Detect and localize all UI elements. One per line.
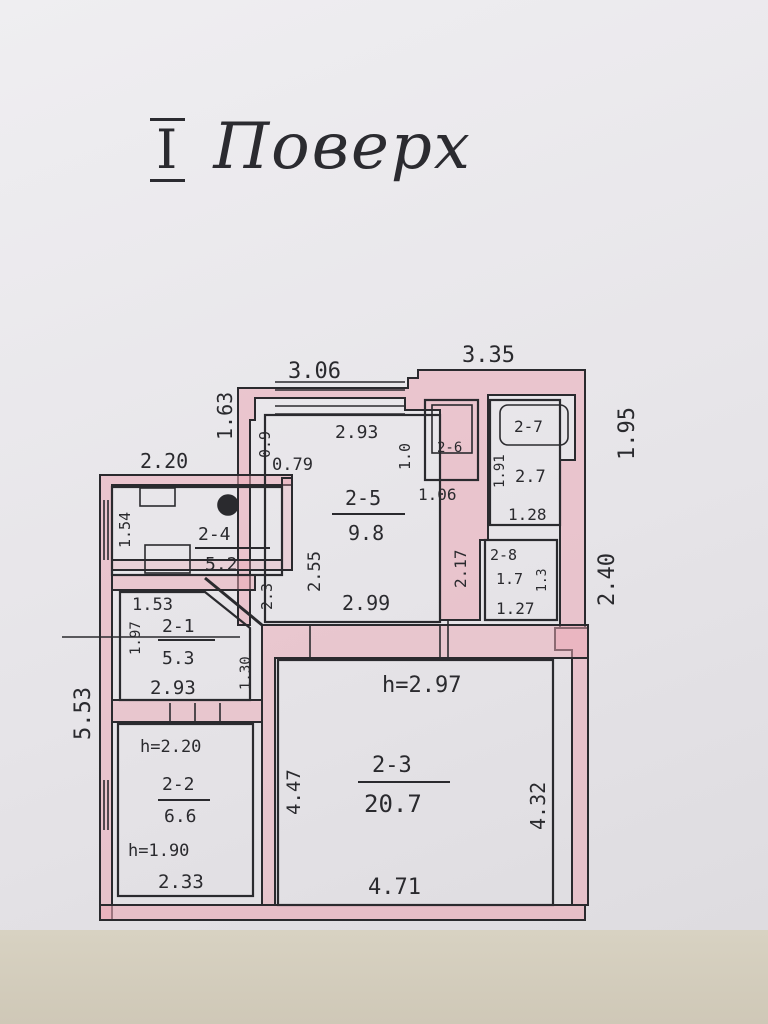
room-2-4-outline (110, 485, 284, 577)
room-2-7-l: 1.91 (492, 454, 508, 488)
room-2-6-outline (423, 398, 480, 482)
room-2-5-code: 2-5 (345, 486, 381, 510)
room-2-7-outline (488, 398, 562, 527)
room-2-1-bottom: 2.93 (150, 677, 196, 699)
room-2-5-299: 2.99 (342, 591, 390, 615)
fixtures (62, 381, 569, 830)
room-2-3-right: 4.32 (526, 782, 550, 830)
window-right (309, 620, 449, 658)
steps (169, 703, 221, 722)
dim-right-lower: 2.40 (595, 553, 620, 606)
diagonal-wall (204, 576, 263, 627)
room-2-3-code: 2-3 (372, 753, 412, 778)
room-2-7-code: 2-7 (514, 417, 543, 436)
dim-left-total: 5.53 (71, 687, 96, 740)
dim-right-upper: 1.95 (615, 407, 640, 460)
room-2-5-area: 9.8 (348, 521, 384, 545)
room-2-5-090: 0.9 (256, 431, 274, 458)
dim-left-upper: 1.63 (213, 392, 237, 440)
bathtub-icon (499, 404, 569, 446)
room-2-4-w: 2.3 (258, 583, 276, 610)
room-2-2-outline (116, 722, 255, 898)
room-2-2-h-top: h=2.20 (140, 737, 201, 757)
room-2-5-outline (263, 413, 442, 624)
room-2-2-bottom: 2.33 (158, 871, 204, 893)
room-2-4-area: 5.2 (205, 554, 238, 575)
dim-left-room: 2.20 (140, 449, 188, 473)
room-2-5-106: 1.06 (418, 485, 457, 504)
room-2-8-outline (483, 538, 559, 622)
room-2-2-area: 6.6 (164, 806, 197, 827)
room-2-1-top: 1.53 (132, 595, 173, 615)
toilet-icon (431, 404, 473, 454)
dim-top-left: 3.06 (288, 359, 341, 384)
table-surface (0, 930, 768, 1024)
room-2-3-left: 4.47 (283, 769, 305, 815)
room-2-8-code: 2-8 (490, 546, 517, 564)
room-2-1-code: 2-1 (162, 616, 195, 637)
room-2-8-h: 1.27 (496, 599, 535, 618)
window-top (275, 381, 405, 415)
room-2-3-height: h=2.97 (382, 673, 461, 698)
room-2-5-top: 2.93 (335, 422, 378, 443)
floor-number: I (150, 118, 186, 182)
room-2-5-217: 2.17 (451, 549, 470, 588)
room-2-1-area: 5.3 (162, 648, 195, 669)
room-2-7-h: 1.28 (508, 505, 547, 524)
room-2-1-right: 1.30 (238, 656, 254, 690)
room-2-2-code: 2-2 (162, 774, 195, 795)
room-2-5-100: 1.0 (396, 443, 414, 470)
stove-icon (144, 544, 191, 574)
room-2-6-code: 2-6 (437, 440, 462, 456)
wall-right (554, 627, 589, 906)
room-2-3-area: 20.7 (364, 790, 422, 818)
walls (99, 369, 589, 921)
room-2-1-left: 1.97 (128, 621, 144, 655)
room-2-8-w: 1.7 (496, 570, 523, 588)
wall-middle (261, 624, 589, 906)
room-2-2-h-bottom: h=1.90 (128, 841, 189, 861)
wall-bottom (99, 904, 586, 921)
room-2-4-side: 1.54 (116, 512, 134, 548)
paper-sheet (0, 0, 768, 930)
boiler-icon (217, 494, 239, 516)
room-2-5-255: 2.55 (305, 551, 325, 592)
floor-word: Поверх (213, 110, 472, 184)
window-left (103, 500, 109, 830)
sink-icon (139, 487, 176, 507)
room-2-5-079: 0.79 (272, 455, 313, 475)
dim-top-right: 3.35 (462, 343, 515, 368)
wall-partition-2-1 (111, 574, 256, 591)
wall-partition-2-2 (111, 699, 263, 723)
page-title: I Поверх (150, 110, 570, 200)
room-2-1-outline (118, 590, 252, 702)
room-2-8-side: 1.3 (535, 569, 550, 592)
room-2-7-w: 2.7 (515, 467, 546, 487)
room-2-4-code: 2-4 (198, 524, 231, 545)
room-2-3-outline (276, 658, 555, 907)
room-2-3-bottom: 4.71 (368, 875, 421, 900)
dimension-labels: 3.06 3.35 1.63 1.95 2.40 2.20 5.53 2.93 … (71, 343, 640, 900)
